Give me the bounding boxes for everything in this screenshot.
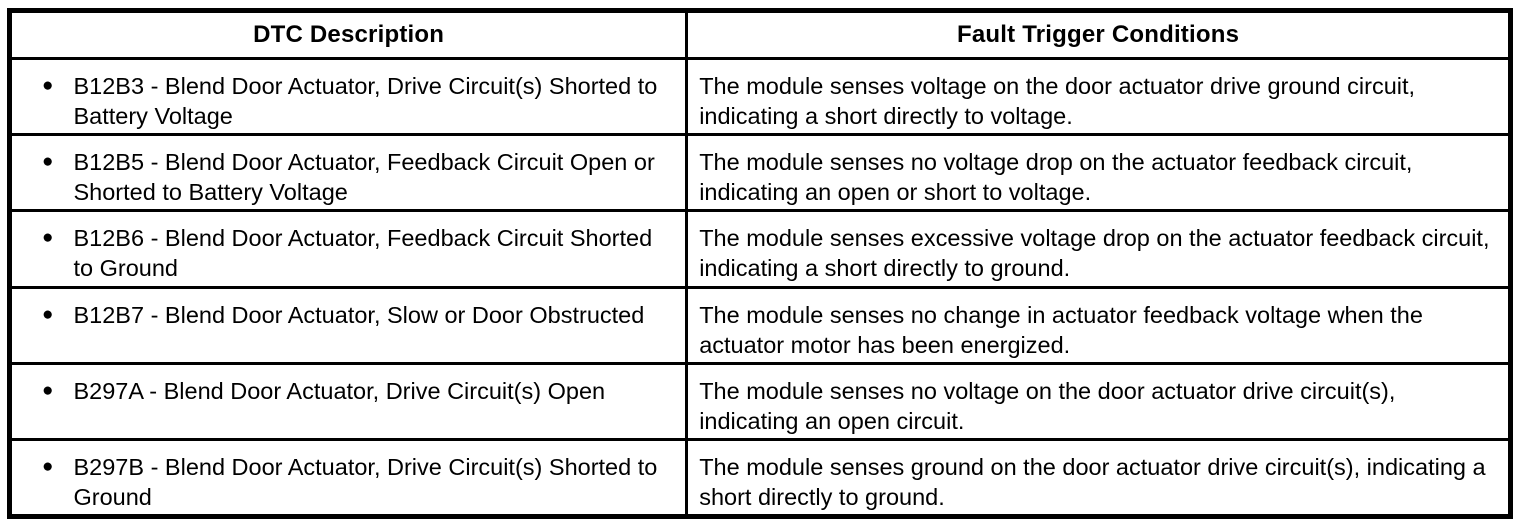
bullet-icon: ● [42, 227, 54, 249]
fault-condition-cell: The module senses ground on the door act… [685, 440, 1508, 515]
fault-condition-cell: The module senses excessive voltage drop… [685, 212, 1508, 286]
fault-condition-text: The module senses no voltage drop on the… [699, 149, 1413, 206]
dtc-description-text: B297B - Blend Door Actuator, Drive Circu… [73, 453, 658, 510]
table-row: ● B12B5 - Blend Door Actuator, Feedback … [12, 133, 1508, 210]
fault-condition-text: The module senses no change in actuator … [699, 301, 1423, 358]
header-fault-trigger-conditions-label: Fault Trigger Conditions [957, 21, 1240, 48]
bullet-icon: ● [42, 379, 54, 401]
dtc-description-cell: ● B297A - Blend Door Actuator, Drive Cir… [12, 365, 685, 438]
table-row: ● B297B - Blend Door Actuator, Drive Cir… [12, 437, 1508, 515]
dtc-description-text: B12B3 - Blend Door Actuator, Drive Circu… [73, 73, 658, 129]
header-fault-trigger-conditions: Fault Trigger Conditions [685, 13, 1508, 57]
fault-condition-text: The module senses voltage on the door ac… [699, 73, 1416, 129]
bullet-icon: ● [42, 75, 54, 96]
fault-condition-cell: The module senses voltage on the door ac… [685, 60, 1508, 134]
header-dtc-description: DTC Description [12, 13, 685, 57]
table-row: ● B12B7 - Blend Door Actuator, Slow or D… [12, 285, 1508, 362]
bullet-icon: ● [42, 303, 54, 325]
bullet-icon: ● [42, 151, 54, 173]
dtc-description-text: B12B7 - Blend Door Actuator, Slow or Doo… [73, 301, 645, 328]
table-header-row: DTC Description Fault Trigger Conditions [12, 13, 1508, 57]
header-dtc-description-label: DTC Description [253, 21, 445, 48]
dtc-description-cell: ● B12B7 - Blend Door Actuator, Slow or D… [12, 289, 685, 362]
table-row: ● B12B6 - Blend Door Actuator, Feedback … [12, 209, 1508, 286]
dtc-description-cell: ● B12B3 - Blend Door Actuator, Drive Cir… [12, 60, 685, 133]
table-row: ● B12B3 - Blend Door Actuator, Drive Cir… [12, 57, 1508, 134]
fault-condition-text: The module senses no voltage on the door… [699, 377, 1396, 434]
fault-condition-cell: The module senses no voltage on the door… [685, 364, 1508, 438]
fault-condition-cell: The module senses no change in actuator … [685, 288, 1508, 362]
table-row: ● B297A - Blend Door Actuator, Drive Cir… [12, 361, 1508, 438]
dtc-description-text: B12B6 - Blend Door Actuator, Feedback Ci… [73, 225, 653, 282]
dtc-description-cell: ● B297B - Blend Door Actuator, Drive Cir… [12, 441, 685, 514]
bullet-icon: ● [42, 455, 54, 477]
dtc-description-text: B12B5 - Blend Door Actuator, Feedback Ci… [73, 149, 655, 206]
fault-condition-cell: The module senses no voltage drop on the… [685, 136, 1508, 210]
dtc-description-cell: ● B12B5 - Blend Door Actuator, Feedback … [12, 136, 685, 209]
dtc-description-text: B297A - Blend Door Actuator, Drive Circu… [73, 377, 606, 404]
dtc-description-cell: ● B12B6 - Blend Door Actuator, Feedback … [12, 212, 685, 285]
dtc-table: DTC Description Fault Trigger Conditions… [7, 8, 1513, 519]
fault-condition-text: The module senses excessive voltage drop… [699, 225, 1490, 282]
fault-condition-text: The module senses ground on the door act… [699, 453, 1486, 510]
